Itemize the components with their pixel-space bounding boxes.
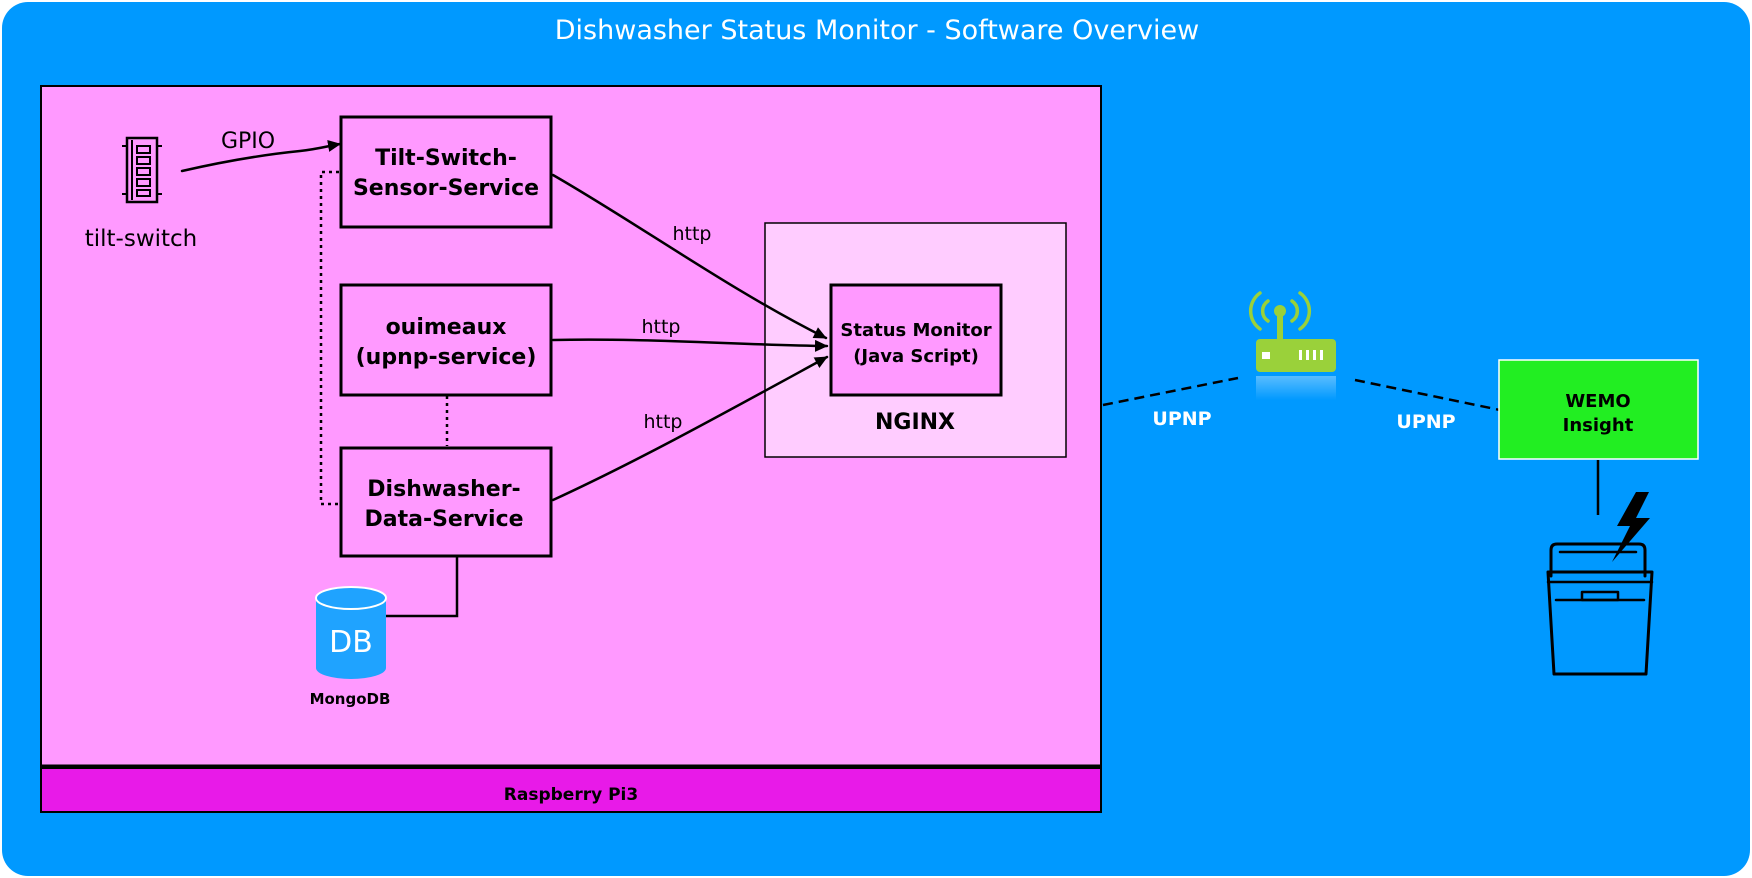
upnp-link-right — [1354, 378, 1501, 412]
diagram-title: Dishwasher Status Monitor - Software Ove… — [555, 15, 1199, 46]
status-monitor-box — [829, 283, 1003, 397]
upnp-label-left: UPNP — [1152, 408, 1211, 430]
http-label-2: http — [641, 316, 680, 338]
upnp-label-right: UPNP — [1396, 411, 1455, 433]
tilt-switch-sensor-service-label-2: Sensor-Service — [353, 176, 539, 201]
http-label-3: http — [643, 411, 682, 433]
tilt-switch-icon — [122, 136, 162, 204]
database-icon — [315, 586, 387, 679]
wifi-router-icon — [1248, 291, 1336, 400]
mongodb-label: MongoDB — [310, 690, 391, 708]
nginx-label: NGINX — [875, 410, 955, 435]
tilt-switch-sensor-service-box — [339, 115, 553, 229]
dotted-connector-tilt-data — [319, 170, 339, 506]
status-monitor-label-2: (Java Script) — [853, 346, 979, 367]
http-arrow-data-to-monitor — [551, 355, 829, 502]
db-connector — [385, 557, 459, 618]
dishwasher-icon — [1546, 542, 1654, 676]
upnp-link-left — [1102, 376, 1239, 407]
http-arrow-ouimeaux-to-monitor — [551, 338, 829, 352]
gpio-arrow — [180, 140, 342, 173]
http-arrow-tilt-to-monitor — [551, 173, 828, 340]
wemo-insight-box — [1498, 359, 1699, 460]
raspberry-pi-bar — [40, 767, 1102, 813]
dishwasher-data-service-label-1: Dishwasher- — [367, 477, 520, 502]
tilt-switch-sensor-service-label-1: Tilt-Switch- — [375, 146, 517, 171]
gpio-label: GPIO — [221, 129, 275, 154]
database-icon-label: DB — [329, 625, 373, 660]
ouimeaux-box — [339, 283, 553, 397]
wemo-label-2: Insight — [1563, 415, 1634, 436]
ouimeaux-label-2: (upnp-service) — [356, 345, 537, 370]
dishwasher-data-service-box — [339, 446, 553, 558]
tilt-switch-label: tilt-switch — [85, 226, 198, 252]
status-monitor-label-1: Status Monitor — [840, 320, 991, 341]
ouimeaux-label-1: ouimeaux — [386, 315, 507, 340]
dishwasher-data-service-label-2: Data-Service — [364, 507, 523, 532]
raspberry-pi-label: Raspberry Pi3 — [504, 785, 638, 805]
http-label-1: http — [672, 223, 711, 245]
wemo-label-1: WEMO — [1565, 391, 1630, 412]
